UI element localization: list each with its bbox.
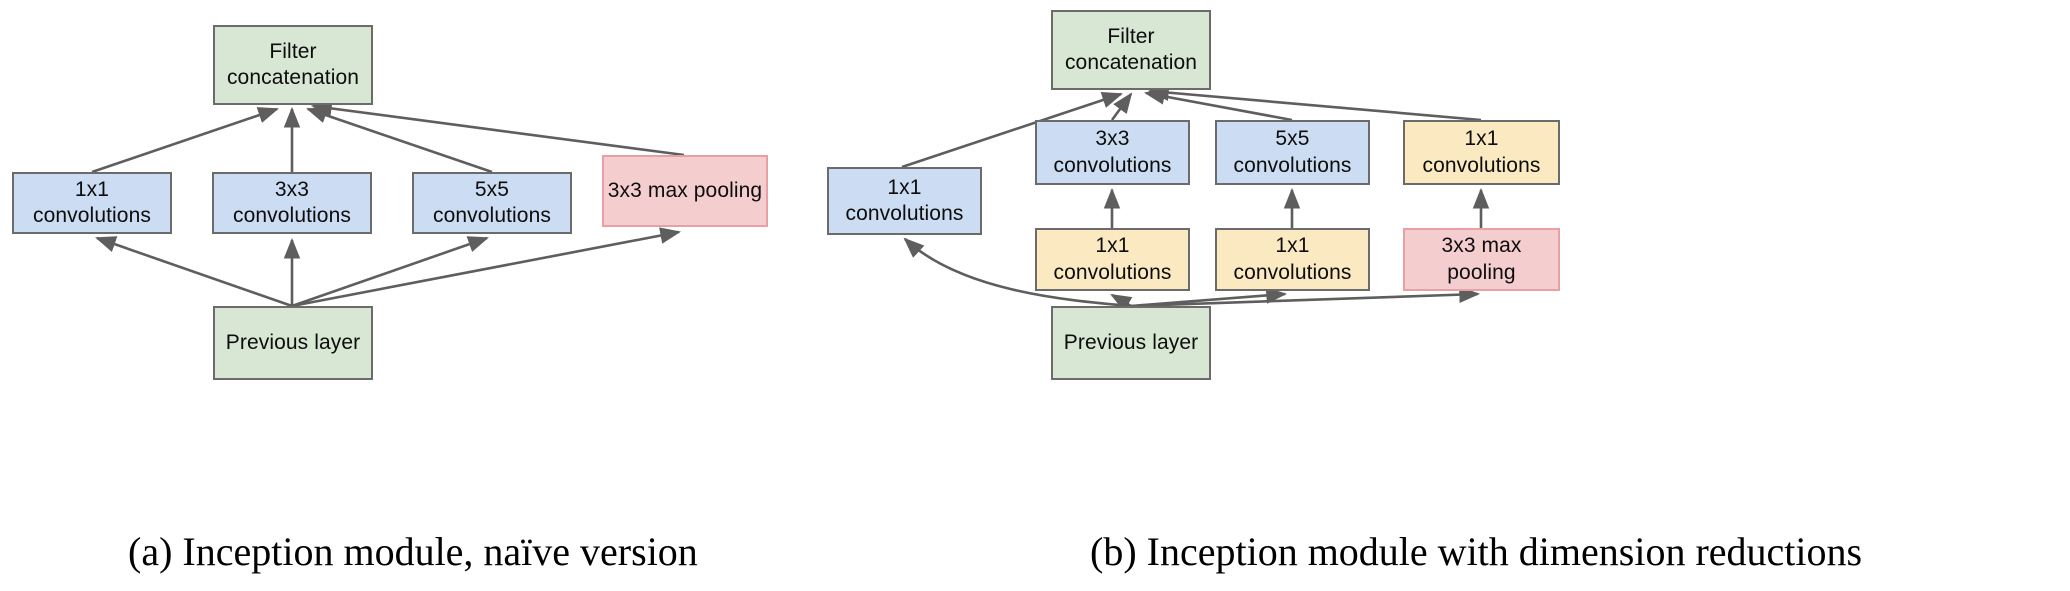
edge-a-prev-to-maxpool	[291, 227, 682, 308]
edge-a-prev-to-5x5	[291, 236, 489, 308]
node-b-3x3-convolutions[interactable]: 3x3 convolutions	[1035, 120, 1190, 185]
node-label: 3x3 convolutions	[233, 177, 351, 227]
node-label: 1x1 convolutions	[1422, 127, 1541, 177]
edge-a-maxpool-to-concat	[310, 100, 685, 157]
node-b-1x1-convolutions-direct[interactable]: 1x1 convolutions	[827, 167, 982, 235]
node-label: 1x1 convolutions	[1053, 234, 1172, 284]
edge-a-5x5-to-concat	[306, 107, 493, 174]
node-label: Previous layer	[1063, 330, 1199, 354]
edge-b-3x3-to-concat	[1110, 92, 1133, 121]
node-label: 5x5 convolutions	[433, 177, 551, 227]
node-label: 3x3 max pooling	[607, 178, 763, 202]
node-a-5x5-convolutions[interactable]: 5x5 convolutions	[412, 172, 572, 234]
node-b-1x1-convolutions-reduce-5x5[interactable]: 1x1 convolutions	[1215, 228, 1370, 291]
caption-panel-b: (b) Inception module with dimension redu…	[1090, 528, 1862, 575]
edge-b-prev-to-red5x5	[1130, 287, 1288, 308]
caption-panel-a: (a) Inception module, naïve version	[128, 528, 698, 575]
node-label: 3x3 max pooling	[1441, 234, 1522, 284]
node-a-3x3-convolutions[interactable]: 3x3 convolutions	[212, 172, 372, 234]
node-b-1x1-convolutions-pool-branch[interactable]: 1x1 convolutions	[1403, 120, 1560, 185]
node-label: 3x3 convolutions	[1053, 127, 1172, 177]
node-b-1x1-convolutions-reduce-3x3[interactable]: 1x1 convolutions	[1035, 228, 1190, 291]
edge-b-1x1r-to-concat	[1147, 84, 1482, 122]
caption-b-text: (b) Inception module with dimension redu…	[1090, 529, 1863, 574]
node-label: 1x1 convolutions	[1233, 234, 1352, 284]
edge-b-5x5-to-concat	[1143, 88, 1293, 122]
node-label: 1x1 convolutions	[845, 175, 964, 225]
edge-b-prev-to-red3x3	[1110, 293, 1133, 312]
node-b-3x3-max-pooling[interactable]: 3x3 max pooling	[1403, 228, 1560, 291]
node-label: 5x5 convolutions	[1233, 127, 1352, 177]
edge-b-prev-to-maxpool	[1130, 286, 1481, 308]
node-label: 1x1 convolutions	[33, 177, 151, 227]
node-a-previous-layer[interactable]: Previous layer	[213, 306, 373, 380]
node-a-1x1-convolutions[interactable]: 1x1 convolutions	[12, 172, 172, 234]
caption-a-text: (a) Inception module, naïve version	[128, 529, 698, 574]
node-a-3x3-max-pooling[interactable]: 3x3 max pooling	[602, 155, 768, 227]
edge-a-prev-to-1x1	[95, 236, 293, 308]
edge-a-1x1-to-concat	[91, 107, 279, 174]
node-label: Previous layer	[225, 330, 361, 354]
node-b-5x5-convolutions[interactable]: 5x5 convolutions	[1215, 120, 1370, 185]
node-b-previous-layer[interactable]: Previous layer	[1051, 306, 1211, 380]
